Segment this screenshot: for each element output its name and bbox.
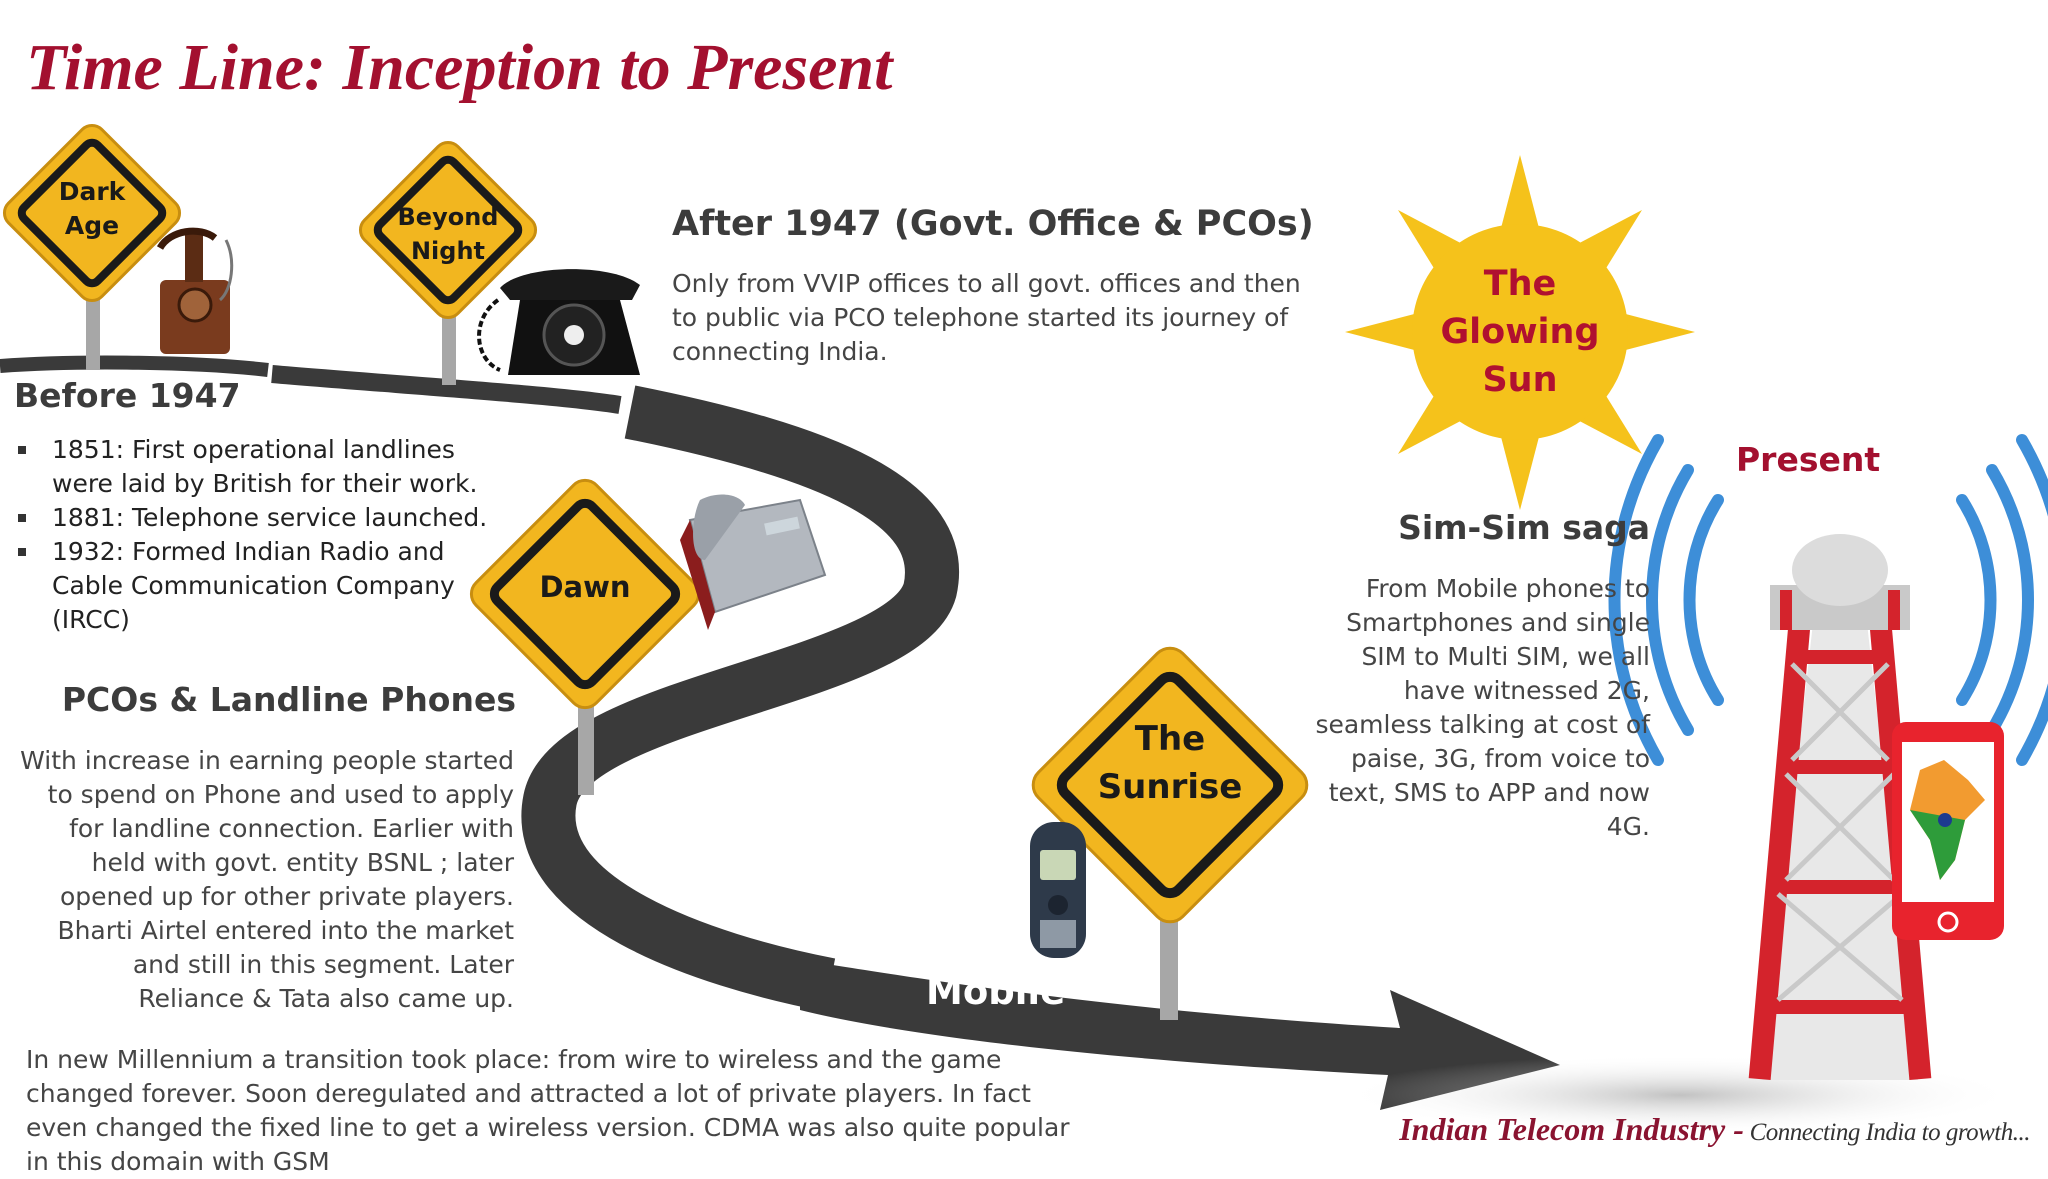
sign-sunrise-line2: Sunrise: [1090, 763, 1250, 811]
sign-beyond-night-line2: Night: [388, 234, 508, 268]
sun-label-line1: The: [1420, 260, 1620, 308]
sign-dark-age-label: Dark Age: [42, 175, 142, 243]
sign-dark-age-line1: Dark: [42, 175, 142, 209]
footer-tagline: Connecting India to growth...: [1744, 1119, 2030, 1146]
sign-dark-age-line2: Age: [42, 209, 142, 243]
footer: Indian Telecom Industry - Connecting Ind…: [1399, 1111, 2030, 1148]
list-item: 1881: Telephone service launched.: [14, 501, 494, 535]
after-1947-heading: After 1947 (Govt. Office & PCOs): [672, 204, 1314, 244]
before-1947-heading: Before 1947: [14, 376, 241, 415]
sign-dawn-label: Dawn: [525, 570, 645, 604]
sign-beyond-night-label: Beyond Night: [388, 200, 508, 268]
sign-sunrise-label: The Sunrise: [1090, 715, 1250, 811]
road-label-mobile: Mobile: [926, 970, 1065, 1013]
millennium-text: In new Millennium a transition took plac…: [26, 1043, 1086, 1179]
sign-beyond-night-line1: Beyond: [388, 200, 508, 234]
rotary-phone-image: [479, 269, 640, 375]
pcos-heading: PCOs & Landline Phones: [20, 680, 516, 719]
sun-label-line2: Glowing: [1420, 308, 1620, 356]
list-item: 1851: First operational landlines were l…: [14, 433, 494, 501]
list-item: 1932: Formed Indian Radio and Cable Comm…: [14, 535, 494, 637]
before-1947-list: 1851: First operational landlines were l…: [14, 433, 494, 637]
mobile-phone-image: [1030, 822, 1086, 958]
smartphone-image: [1892, 722, 2004, 940]
sign-sunrise-line1: The: [1090, 715, 1250, 763]
antique-phone-image: [160, 230, 232, 354]
landline-phone-image: [680, 495, 825, 630]
sun-label-line3: Sun: [1420, 356, 1620, 404]
after-1947-text: Only from VVIP offices to all govt. offi…: [672, 267, 1312, 369]
sun-label: The Glowing Sun: [1420, 260, 1620, 404]
sim-saga-text: From Mobile phones to Smartphones and si…: [1310, 572, 1650, 844]
present-label: Present: [1736, 440, 1880, 479]
sim-saga-heading: Sim-Sim saga: [1300, 508, 1650, 547]
sign-dark-age: [0, 120, 185, 370]
pcos-text: With increase in earning people started …: [20, 744, 514, 1016]
page-title: Time Line: Inception to Present: [26, 30, 892, 106]
footer-brand: Indian Telecom Industry -: [1399, 1111, 1744, 1147]
